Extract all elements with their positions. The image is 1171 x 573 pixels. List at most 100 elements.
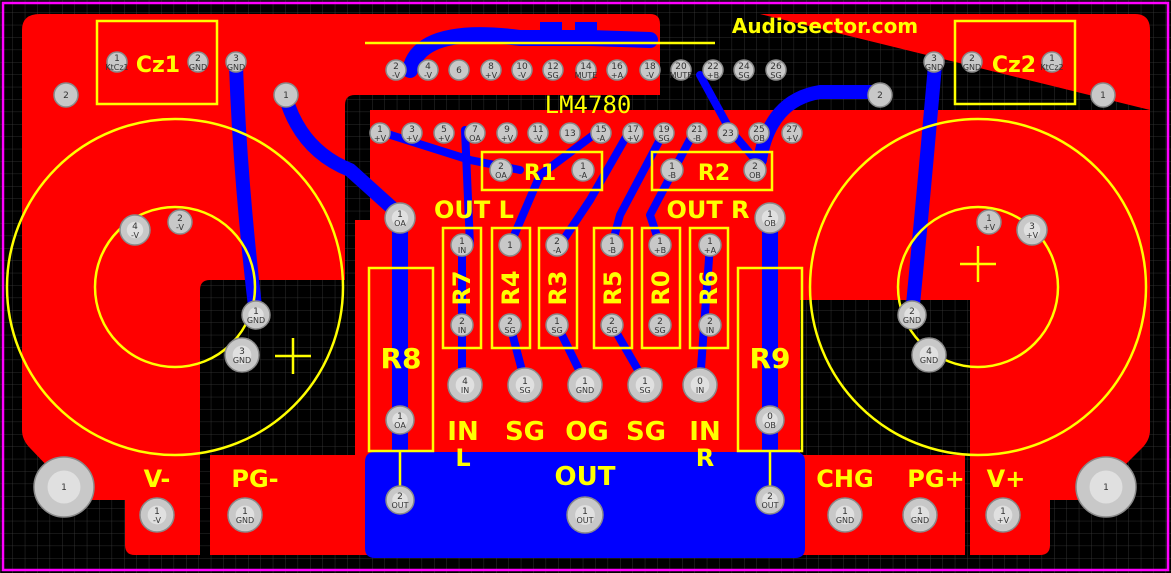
pad-number: 13 <box>564 129 575 139</box>
silk-label-sg-2: SG <box>626 417 666 447</box>
trace-gnd-left <box>229 58 263 322</box>
chip-label: LM4780 <box>545 91 632 119</box>
pad-number: 1 <box>61 483 67 493</box>
pad-net: SG <box>770 71 781 80</box>
pad-number: 2 <box>707 317 713 327</box>
pad: 2SG <box>600 313 624 337</box>
pad-net: +V <box>374 134 387 143</box>
pad-drill <box>762 412 778 428</box>
pad-net: GND <box>227 63 245 72</box>
silk-label-pg-plus: PG+ <box>907 465 964 493</box>
pad-net: -V <box>518 71 526 80</box>
silk-label-out: OUT <box>555 462 616 492</box>
pad-number: 2 <box>752 162 758 172</box>
pad-number: 0 <box>767 412 773 422</box>
pad-drill <box>455 375 475 395</box>
silk-label-cz2: Cz2 <box>992 53 1036 78</box>
pad-number: 19 <box>658 125 670 135</box>
silk-label-chg: CHG <box>816 465 873 493</box>
pad-drill <box>904 307 920 323</box>
pad-drill <box>515 375 535 395</box>
pad-circle <box>545 313 569 337</box>
pad-net: +B <box>707 71 719 80</box>
pad-drill <box>248 307 264 323</box>
pad-number: 24 <box>738 62 750 72</box>
silk-cap-left-outer <box>5 117 345 457</box>
pad-circle <box>385 59 407 81</box>
pad: 2-V <box>385 59 407 81</box>
silk-label-r1: R1 <box>524 161 556 186</box>
pad-number: 25 <box>753 125 764 135</box>
pad-number: 8 <box>488 62 494 72</box>
pad-drill <box>232 345 252 365</box>
pad-net: GND <box>233 356 251 365</box>
pad-number: 2 <box>63 91 69 101</box>
pad: 2SG <box>648 313 672 337</box>
pad-number: 14 <box>580 62 592 72</box>
pad-net: -A <box>597 134 606 143</box>
silk-label-out-l: OUT L <box>434 196 514 224</box>
pad-circle <box>53 82 79 108</box>
pad: 2OB <box>743 158 767 182</box>
pad-number: 2 <box>498 162 504 172</box>
pad-circle <box>600 313 624 337</box>
pad-number: 17 <box>627 125 638 135</box>
silk-label-l: L <box>455 444 470 472</box>
pad-drill <box>910 505 930 525</box>
pad: 17+V <box>622 122 644 144</box>
pad-drill <box>126 221 144 239</box>
pad-number: 1 <box>582 377 588 387</box>
silk-r5-box <box>592 226 634 350</box>
pad-number: 5 <box>441 125 447 135</box>
brand-text: Audiosector.com <box>732 14 918 38</box>
silk-label-r2: R2 <box>698 161 730 186</box>
pad-number: 21 <box>691 125 702 135</box>
pad-number: 2 <box>877 91 883 101</box>
pad: 1OA <box>385 405 415 435</box>
pad-number: 2 <box>507 317 513 327</box>
pad-circle <box>448 59 470 81</box>
pad-net: OB <box>749 171 761 180</box>
pad-circle <box>273 82 299 108</box>
pad-net: IN <box>458 246 466 255</box>
pad-number: 7 <box>472 125 478 135</box>
pad-net: +V <box>997 516 1010 525</box>
pad-net: OUT <box>576 516 593 525</box>
pad: 1SG <box>627 367 663 403</box>
pad-circle <box>498 313 522 337</box>
pad-drill <box>392 492 408 508</box>
pad: 2 <box>53 82 79 108</box>
pad: 2-V <box>167 209 193 235</box>
silk-label-in-2: IN <box>689 417 720 447</box>
pad: 1+B <box>648 233 672 257</box>
trace-top-loop <box>402 27 658 78</box>
pad-number: 1 <box>642 377 648 387</box>
silk-r4-box <box>490 226 532 350</box>
pad-drill <box>762 492 778 508</box>
pad-number: 2 <box>195 54 201 64</box>
pad-number: 9 <box>504 125 510 135</box>
pad-number: 1 <box>507 241 513 251</box>
pad-net: SG <box>639 386 650 395</box>
pad-number: 2 <box>969 54 975 64</box>
pad-net: OUT <box>761 501 778 510</box>
pad-number: 1 <box>377 125 383 135</box>
silk-label-r3: R3 <box>544 270 572 305</box>
pad-net: +A <box>704 246 717 255</box>
pad-number: 18 <box>644 62 656 72</box>
pad-number: 4 <box>926 347 932 357</box>
pad-number: 1 <box>283 91 289 101</box>
pad-drill <box>690 375 710 395</box>
pad: 1+A <box>698 233 722 257</box>
